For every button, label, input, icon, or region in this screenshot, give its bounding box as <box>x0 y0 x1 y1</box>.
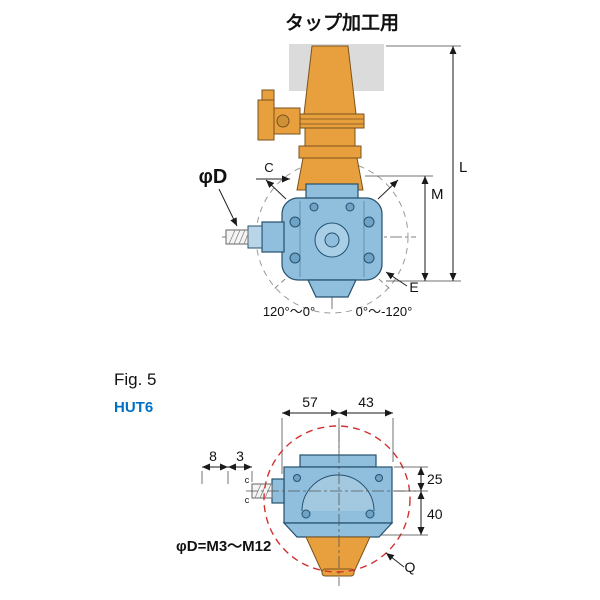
dim-label-m: M <box>431 186 444 203</box>
bolt-icon <box>345 202 355 212</box>
collet-nut <box>247 225 263 249</box>
head-seam-lines <box>299 201 365 277</box>
angle-range-right-label: 0°〜-120° <box>356 304 413 319</box>
dim-label-25: 25 <box>427 471 443 487</box>
thread-range-label: φD=M3〜M12 <box>176 538 271 555</box>
figure-number: Fig. 5 <box>114 370 157 389</box>
angle-head-front <box>251 454 394 538</box>
stop-block-pin <box>261 89 275 101</box>
stop-block-bolt-icon <box>276 114 290 128</box>
taper-shank-front <box>305 536 371 577</box>
output-spindle-boss <box>261 221 285 253</box>
flange-v-groove <box>296 118 364 125</box>
bolt-icon <box>365 509 375 519</box>
stop-block <box>257 99 275 141</box>
model-name: HUT6 <box>114 399 153 416</box>
dim-label-phi-d: φD <box>199 166 228 188</box>
thread-hatch <box>228 229 249 245</box>
bolt-icon <box>289 252 301 264</box>
dim-label-57: 57 <box>302 394 318 410</box>
q-leader-arrow <box>385 552 405 568</box>
dim-label-c: C <box>264 160 273 175</box>
angle-range-left-label: 120°〜0° <box>263 304 315 319</box>
shank-lower-body <box>296 157 364 191</box>
dim-label-e: E <box>409 279 418 295</box>
swing-diameter-circle <box>263 425 411 573</box>
taper-shank <box>257 45 365 191</box>
bolt-icon <box>301 509 311 519</box>
bolt-icon <box>363 216 375 228</box>
head-nose <box>307 279 357 298</box>
bolt-icon <box>289 216 301 228</box>
phi-d-leader-arrow <box>218 188 238 227</box>
shank-collar <box>298 145 362 159</box>
angle-head <box>225 183 383 298</box>
head-bottom-flare <box>282 522 394 538</box>
bolt-icon <box>363 252 375 264</box>
taper-cone <box>305 536 371 573</box>
chamfer-label: c <box>245 475 250 485</box>
bolt-icon <box>293 474 301 482</box>
dim-label-3: 3 <box>236 448 244 464</box>
dim-label-q: Q <box>405 559 416 575</box>
swivel-arrow-right <box>377 179 399 200</box>
head-top-plate <box>299 454 377 468</box>
shank-flange <box>295 113 365 129</box>
page-title: タップ加工用 <box>285 11 399 34</box>
gear-dome <box>301 474 375 512</box>
shank-taper-cone <box>303 45 357 115</box>
e-leader-arrow <box>385 271 408 287</box>
dim-label-43: 43 <box>358 394 374 410</box>
chamfer-label: c <box>245 495 250 505</box>
swivel-arrow-left <box>265 179 287 200</box>
bolt-icon <box>375 474 383 482</box>
bolt-icon <box>309 202 319 212</box>
dim-label-40: 40 <box>427 506 443 522</box>
top-view-drawing: タップ加工用 <box>199 11 468 319</box>
dim-label-8: 8 <box>209 448 217 464</box>
head-center-bore <box>324 232 340 248</box>
bottom-view-drawing: 57 43 8 3 c c <box>176 394 443 586</box>
shank-neck <box>304 127 356 147</box>
dim-label-l: L <box>459 159 467 176</box>
